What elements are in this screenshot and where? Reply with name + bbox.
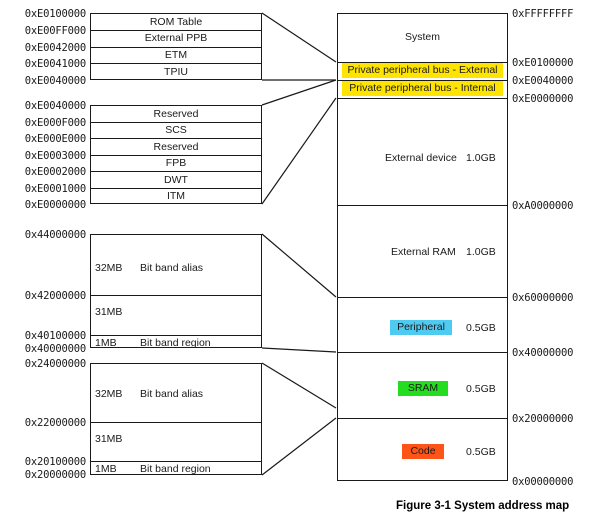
memory-map-address: 0x60000000 <box>512 292 574 304</box>
memory-section-size-sram: 0.5GB <box>466 383 496 395</box>
memory-map-divider <box>337 297 508 298</box>
external-ppb-address: 0xE0040000 <box>24 75 86 87</box>
internal-ppb-address: 0xE000F000 <box>24 116 86 129</box>
peripheral-bitband-size: 1MB <box>95 337 117 349</box>
external-ppb-row-label: ROM Table <box>149 15 203 28</box>
internal-ppb-row-label: Reserved <box>153 107 199 120</box>
memory-map-divider <box>337 98 508 99</box>
sram-bitband-divider <box>90 422 262 423</box>
memory-map-address: 0x40000000 <box>512 347 574 359</box>
peripheral-bitband-size: 31MB <box>95 306 123 318</box>
internal-ppb-address: 0xE0002000 <box>24 166 86 178</box>
memory-map-divider <box>337 62 508 63</box>
memory-map-address: 0xE0000000 <box>512 93 574 105</box>
external-ppb-address: 0xE0042000 <box>24 41 86 54</box>
memory-map-address: 0xA0000000 <box>512 200 574 212</box>
peripheral-bitband-size: 32MB <box>95 262 123 274</box>
internal-ppb-address: 0xE000E000 <box>24 133 86 145</box>
memory-map-address: 0x20000000 <box>512 413 574 425</box>
internal-ppb-row-label: SCS <box>165 124 187 136</box>
internal-ppb-row-label: DWT <box>164 173 188 186</box>
internal-ppb-divider <box>90 154 262 156</box>
memory-map-address: 0xE0040000 <box>512 75 574 87</box>
sram-bitband-address: 0x20000000 <box>24 469 86 481</box>
memory-section-label-external-ram: External RAM <box>391 246 456 258</box>
internal-ppb-address: 0xE0040000 <box>24 100 86 112</box>
memory-section-label-ppb-external: Private peripheral bus - External <box>342 63 503 78</box>
sram-bitband-address: 0x20100000 <box>24 456 86 468</box>
peripheral-bitband-label: Bit band alias <box>140 262 204 274</box>
memory-section-label-code: Code <box>402 444 444 459</box>
internal-ppb-divider <box>90 138 262 139</box>
memory-map-divider <box>337 205 508 206</box>
sram-bitband-label: Bit band region <box>140 463 211 475</box>
sram-bitband-label: Bit band alias <box>140 388 204 400</box>
memory-section-size-code: 0.5GB <box>466 446 496 458</box>
internal-ppb-address: 0xE0001000 <box>24 182 86 195</box>
memory-section-size-external-ram: 1.0GB <box>466 246 496 258</box>
memory-map-divider <box>337 80 508 81</box>
sram-bitband-address: 0x24000000 <box>24 358 86 370</box>
external-ppb-divider <box>90 63 262 65</box>
internal-ppb-row-label: FPB <box>165 157 187 169</box>
memory-map-address: 0x00000000 <box>512 476 574 488</box>
memory-section-label-ppb-internal: Private peripheral bus - Internal <box>342 81 503 96</box>
external-ppb-address: 0xE00FF000 <box>24 24 86 37</box>
memory-map-address: 0xFFFFFFFF <box>512 8 574 20</box>
peripheral-bitband-divider <box>90 335 262 336</box>
peripheral-bitband-divider <box>90 295 262 296</box>
memory-section-label-peripheral: Peripheral <box>390 320 452 335</box>
internal-ppb-divider <box>90 121 262 123</box>
external-ppb-divider <box>90 29 262 31</box>
internal-ppb-row-label: ITM <box>166 190 186 202</box>
sram-bitband-size: 31MB <box>95 433 123 445</box>
internal-ppb-address: 0xE0000000 <box>24 199 86 211</box>
peripheral-bitband-box <box>90 234 262 348</box>
figure-caption: Figure 3-1 System address map <box>396 500 570 512</box>
sram-bitband-size: 1MB <box>95 463 117 475</box>
sram-bitband-box <box>90 363 262 475</box>
memory-section-label-sram: SRAM <box>398 381 448 396</box>
sram-bitband-address: 0x22000000 <box>24 417 86 429</box>
peripheral-bitband-address: 0x44000000 <box>24 229 86 241</box>
peripheral-bitband-address: 0x42000000 <box>24 290 86 302</box>
memory-section-label-system: System <box>404 31 440 43</box>
external-ppb-address: 0xE0041000 <box>24 58 86 71</box>
external-ppb-row-label: TPIU <box>164 65 188 78</box>
internal-ppb-address: 0xE0003000 <box>24 149 86 162</box>
sram-bitband-size: 32MB <box>95 388 123 400</box>
memory-section-size-external-device: 1.0GB <box>466 152 496 164</box>
peripheral-bitband-address: 0x40000000 <box>24 343 86 355</box>
peripheral-bitband-address: 0x40100000 <box>24 330 86 342</box>
external-ppb-address: 0xE0100000 <box>24 8 86 20</box>
memory-map-divider <box>337 352 508 353</box>
memory-section-label-external-device: External device <box>385 152 457 164</box>
sram-bitband-divider <box>90 461 262 462</box>
memory-map-divider <box>337 418 508 419</box>
external-ppb-divider <box>90 46 262 48</box>
internal-ppb-divider <box>90 171 262 172</box>
memory-map-address: 0xE0100000 <box>512 57 574 69</box>
internal-ppb-row-label: Reserved <box>153 140 199 153</box>
external-ppb-row-label: External PPB <box>144 32 208 45</box>
peripheral-bitband-label: Bit band region <box>140 337 211 349</box>
memory-section-size-peripheral: 0.5GB <box>466 322 496 334</box>
internal-ppb-divider <box>90 187 262 189</box>
external-ppb-row-label: ETM <box>164 49 188 61</box>
